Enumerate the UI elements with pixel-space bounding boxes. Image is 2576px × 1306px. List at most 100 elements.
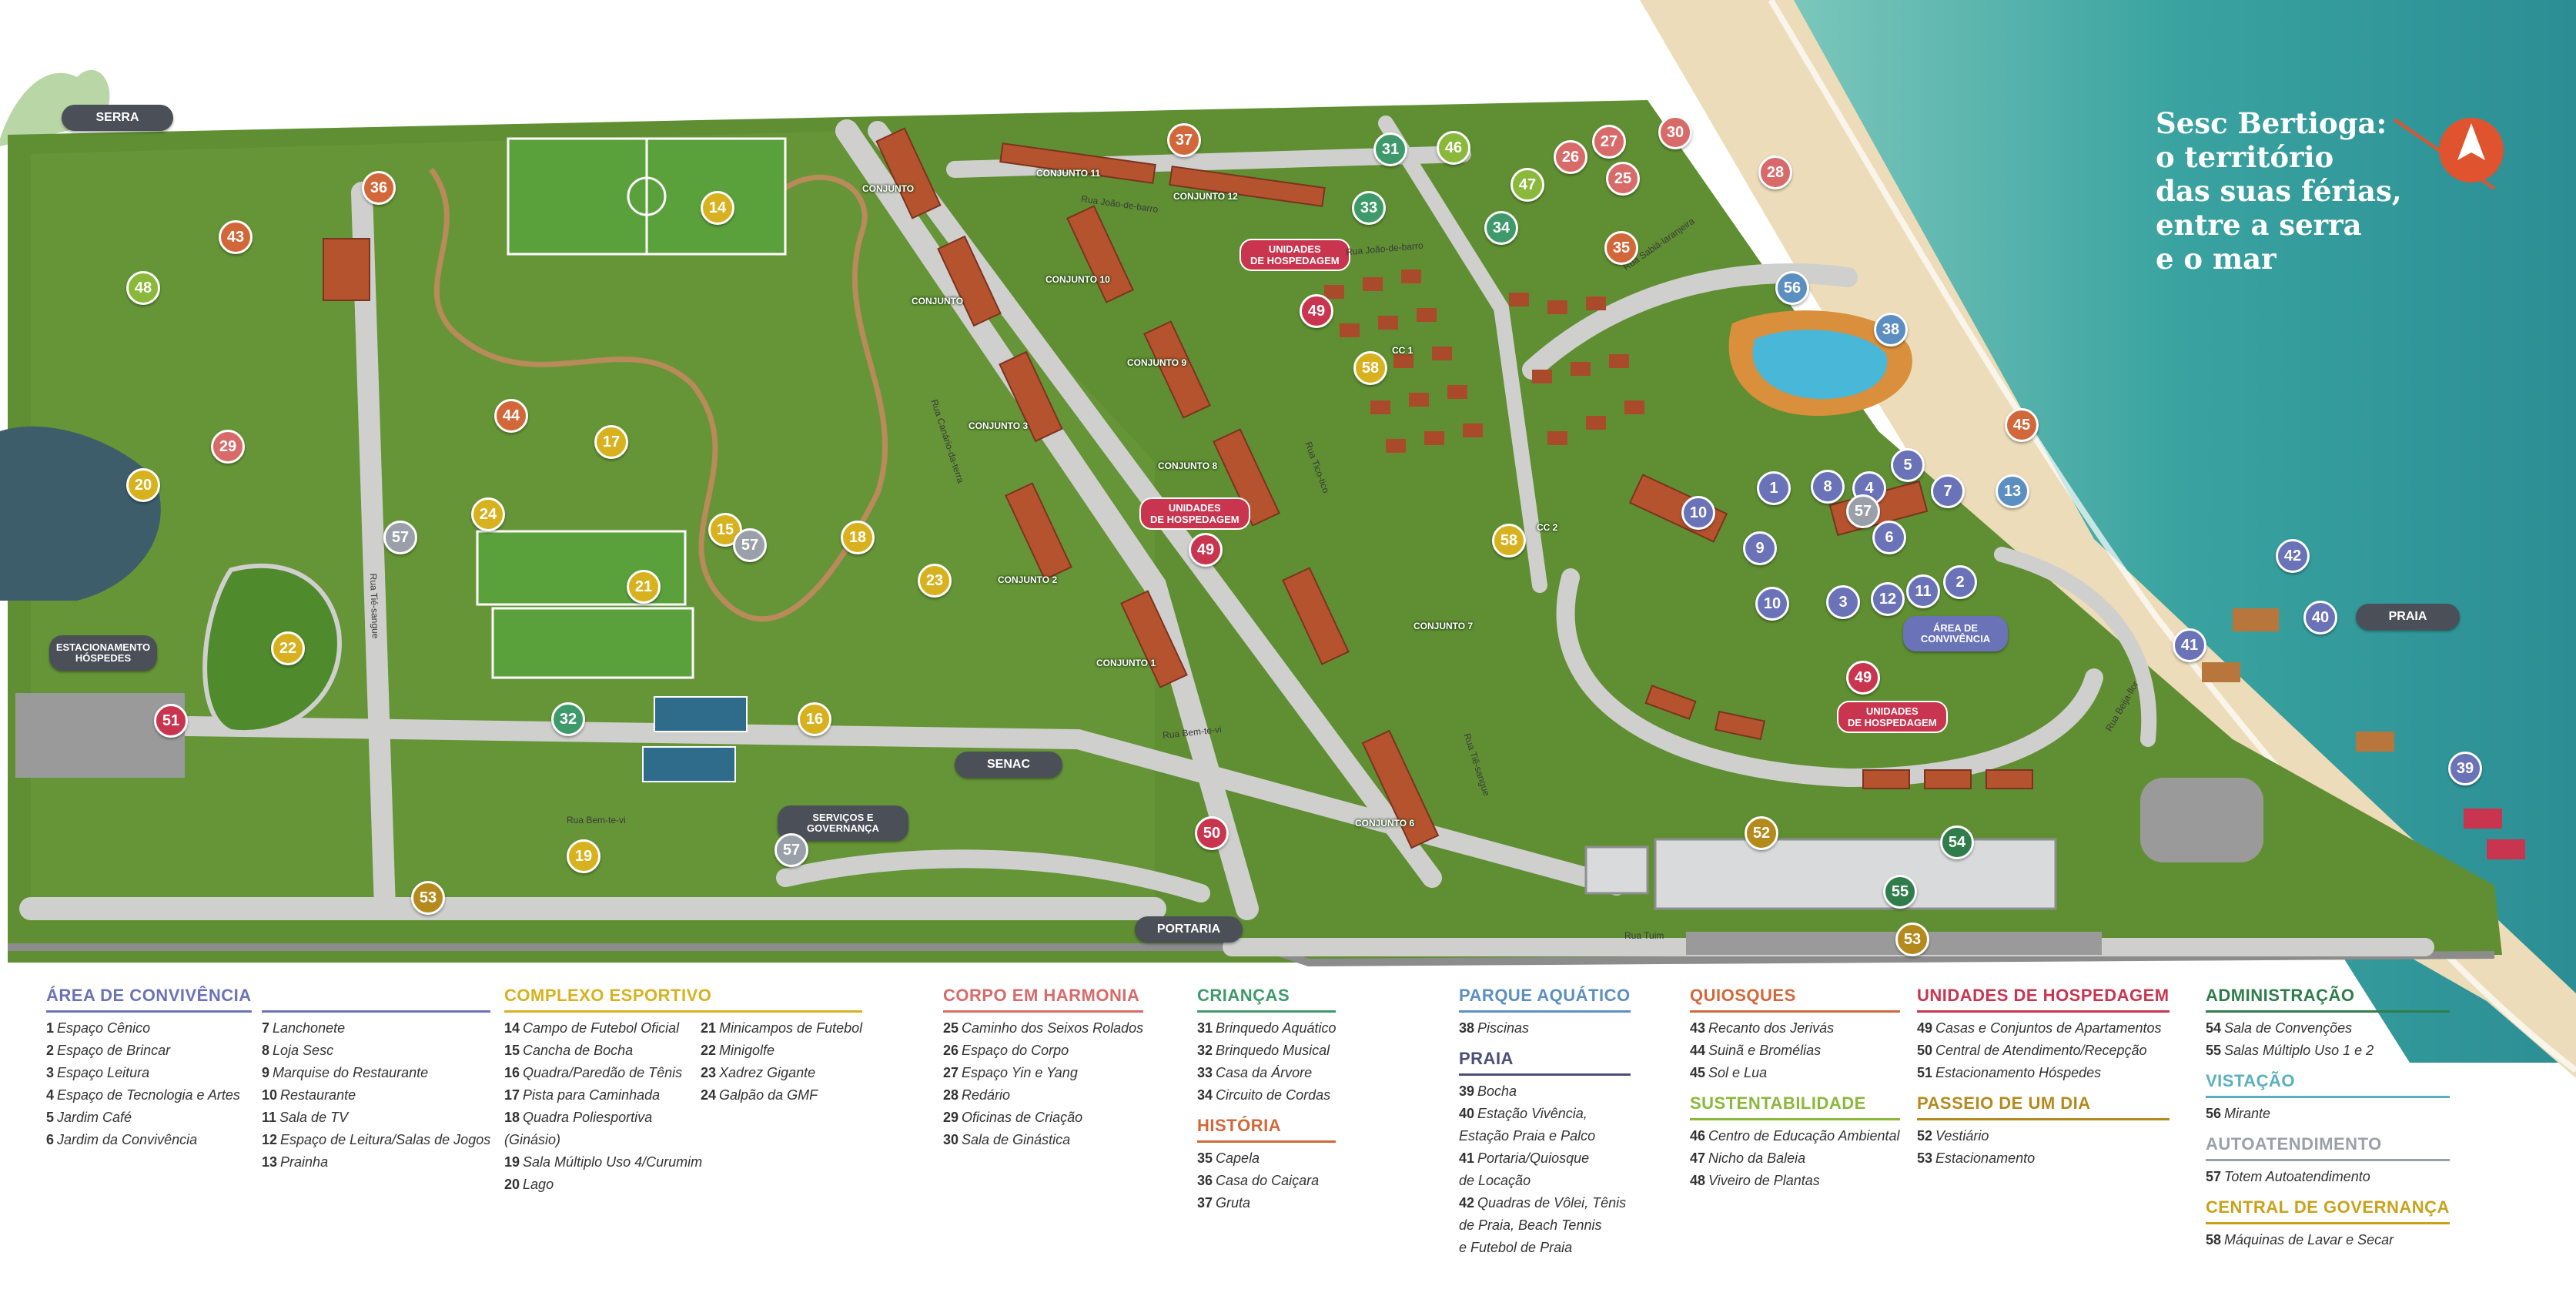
map-pin-58[interactable]: 58 [1492, 524, 1526, 558]
map-pin-40[interactable]: 40 [2303, 601, 2337, 635]
legend-item-label: Galpão da GMF [719, 1087, 818, 1103]
map-pin-13[interactable]: 13 [1996, 474, 2029, 508]
map-pin-56[interactable]: 56 [1775, 271, 1809, 305]
legend-item: (Ginásio) [504, 1129, 711, 1151]
map-pin-53[interactable]: 53 [1895, 923, 1929, 956]
map-pin-53[interactable]: 53 [411, 881, 445, 915]
map-pin-32[interactable]: 32 [551, 702, 585, 736]
map-pin-46[interactable]: 46 [1437, 131, 1470, 165]
legend-item-label: Cancha de Bocha [523, 1043, 634, 1058]
map-pin-8[interactable]: 8 [1811, 470, 1845, 504]
map-pin-49[interactable]: 49 [1189, 533, 1223, 567]
conjunto-label: CC 1 [1392, 345, 1413, 356]
map-pin-3[interactable]: 3 [1826, 585, 1860, 619]
map-pin-28[interactable]: 28 [1758, 156, 1792, 189]
map-pin-50[interactable]: 50 [1195, 816, 1229, 850]
map-pin-34[interactable]: 34 [1484, 211, 1518, 245]
map-pin-42[interactable]: 42 [2276, 539, 2310, 573]
map-pin-1[interactable]: 1 [1757, 471, 1791, 505]
map-pin-27[interactable]: 27 [1592, 125, 1626, 159]
map-pin-10[interactable]: 10 [1681, 496, 1715, 530]
map-pin-12[interactable]: 12 [1871, 582, 1905, 616]
map-pin-2[interactable]: 2 [1943, 565, 1977, 599]
legend-item-label: Capela [1216, 1150, 1260, 1166]
map-pin-10[interactable]: 10 [1755, 587, 1789, 621]
legend-item-number: 35 [1197, 1150, 1213, 1166]
map-pin-52[interactable]: 52 [1745, 816, 1778, 850]
legend-item-label: Brinquedo Musical [1216, 1043, 1330, 1058]
legend-heading: VISTAÇÃO [2206, 1071, 2450, 1098]
legend-item-number: 5 [46, 1110, 55, 1125]
map-pin-24[interactable]: 24 [471, 497, 505, 531]
map-pin-45[interactable]: 45 [2005, 408, 2039, 442]
map-pin-47[interactable]: 47 [1510, 168, 1544, 202]
map-pin-21[interactable]: 21 [627, 570, 661, 604]
map-pin-43[interactable]: 43 [219, 220, 253, 254]
map-pin-54[interactable]: 54 [1940, 825, 1974, 859]
map-pin-39[interactable]: 39 [2448, 752, 2482, 785]
pill-serra[interactable]: SERRA [62, 105, 173, 131]
map-pin-29[interactable]: 29 [211, 430, 245, 464]
map-pin-26[interactable]: 26 [1554, 140, 1587, 174]
map-pin-5[interactable]: 5 [1891, 448, 1925, 482]
legend-item-label: Sol e Lua [1708, 1065, 1768, 1080]
map-pin-18[interactable]: 18 [841, 521, 875, 554]
pill-praia[interactable]: PRAIA [2356, 604, 2460, 630]
map-pin-9[interactable]: 9 [1743, 531, 1777, 565]
legend-item-number: 46 [1690, 1128, 1706, 1144]
map-pin-41[interactable]: 41 [2173, 628, 2206, 662]
map-pin-48[interactable]: 48 [126, 271, 160, 305]
grass-area-light [31, 131, 1155, 909]
map-pin-44[interactable]: 44 [494, 399, 528, 433]
map-pin-49[interactable]: 49 [1846, 661, 1880, 695]
legend-item-number: 21 [701, 1020, 717, 1036]
legend-item-number: 28 [943, 1087, 959, 1103]
map-pin-35[interactable]: 35 [1604, 231, 1638, 265]
pill-estacionamento[interactable]: ESTACIONAMENTO HÓSPEDES [49, 635, 157, 671]
map-pin-57[interactable]: 57 [383, 521, 417, 554]
map-pin-16[interactable]: 16 [798, 702, 831, 736]
map-pin-57[interactable]: 57 [1846, 494, 1880, 528]
map-pin-11[interactable]: 11 [1906, 574, 1940, 608]
map-pin-36[interactable]: 36 [362, 171, 396, 205]
map-pin-33[interactable]: 33 [1352, 191, 1386, 225]
map-pin-57[interactable]: 57 [774, 833, 808, 867]
legend-heading: PARQUE AQUÁTICO [1459, 986, 1631, 1013]
map-pin-37[interactable]: 37 [1167, 123, 1201, 157]
map-pin-25[interactable]: 25 [1606, 162, 1640, 196]
pill-senac[interactable]: SENAC [955, 752, 1062, 778]
map-pin-19[interactable]: 19 [567, 839, 601, 873]
map-pin-51[interactable]: 51 [154, 704, 188, 738]
map-pin-58[interactable]: 58 [1353, 351, 1387, 385]
map-pin-14[interactable]: 14 [701, 191, 734, 225]
pill-area-convivencia[interactable]: ÁREA DE CONVIVÊNCIA [1903, 616, 2008, 651]
pill-portaria[interactable]: PORTARIA [1135, 916, 1243, 943]
legend-item-number: 36 [1197, 1173, 1213, 1188]
map-pin-6[interactable]: 6 [1872, 521, 1906, 554]
legend-item-label: (Ginásio) [504, 1132, 561, 1147]
map-pin-30[interactable]: 30 [1658, 116, 1692, 149]
legend-item-label: Marquise do Restaurante [273, 1065, 429, 1080]
unidades-label-line: UNIDADES [1865, 705, 1919, 717]
map-pin-38[interactable]: 38 [1874, 313, 1908, 347]
map-pin-7[interactable]: 7 [1931, 474, 1965, 508]
map-pin-49[interactable]: 49 [1300, 294, 1333, 328]
map-pin-22[interactable]: 22 [271, 631, 305, 665]
map-pin-55[interactable]: 55 [1883, 875, 1917, 909]
legend-item-label: e Futebol de Praia [1459, 1240, 1573, 1255]
map-pin-31[interactable]: 31 [1373, 132, 1407, 166]
map-pin-23[interactable]: 23 [918, 564, 952, 598]
map-pin-17[interactable]: 17 [594, 425, 628, 459]
map-pin-57[interactable]: 57 [733, 528, 767, 562]
map-pin-20[interactable]: 20 [126, 468, 160, 502]
